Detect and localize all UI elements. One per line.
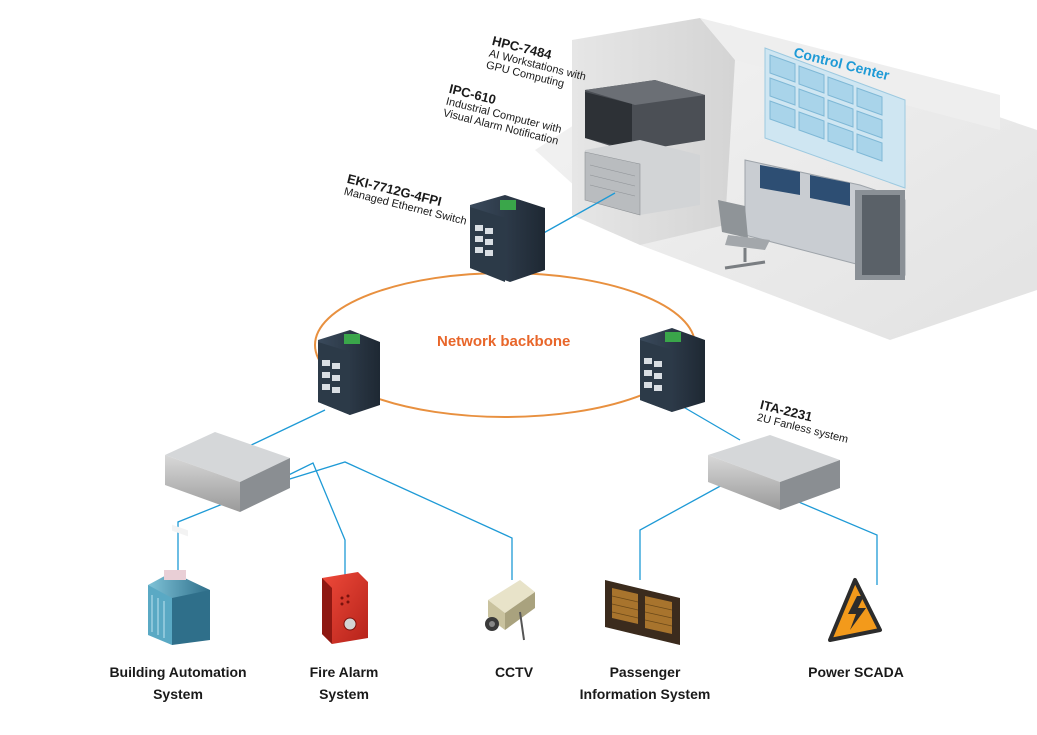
hpc-server (585, 80, 705, 152)
ipc-server (584, 140, 700, 216)
chair (718, 200, 770, 270)
fire-alarm-icon (322, 572, 368, 644)
endpoint-label-power-scada: Power SCADA (796, 661, 916, 683)
endpoint-cctv-line1: CCTV (494, 664, 534, 680)
switch-right (640, 328, 705, 412)
link-switch-left-nvr (244, 409, 326, 449)
endpoint-fire-line1: Fire Alarm (309, 664, 379, 680)
building-icon (148, 570, 210, 645)
high-voltage-warning-icon (828, 578, 882, 642)
link-switch-right-ita (679, 404, 741, 441)
link-switch-top-ipc (539, 192, 616, 236)
network-backbone-label: Network backbone (437, 333, 571, 350)
ita-2231-computer (708, 435, 840, 510)
operator-console (744, 159, 906, 280)
video-wall (764, 47, 906, 189)
link-nvr-cctv (279, 461, 513, 580)
endpoint-label-passenger-info: Passenger Information System (565, 661, 725, 705)
cctv-camera-icon (485, 580, 535, 641)
connection-lines (177, 192, 878, 585)
endpoint-label-cctv: CCTV (464, 661, 564, 683)
endpoint-label-fire-alarm: Fire Alarm System (284, 661, 404, 705)
endpoint-pis-line1: Passenger (609, 664, 681, 680)
endpoint-label-building: Building Automation System (98, 661, 258, 705)
endpoint-building-line2: System (153, 686, 203, 702)
endpoint-scada-line1: Power SCADA (808, 664, 904, 680)
endpoint-fire-line2: System (319, 686, 369, 702)
link-ita-pis (639, 477, 736, 580)
information-display-icon (605, 580, 680, 645)
endpoint-pis-line2: Information System (579, 686, 711, 702)
switch-left (318, 330, 380, 415)
box-computer-left (165, 432, 290, 537)
endpoint-building-line1: Building Automation (109, 664, 247, 680)
switch-top (470, 195, 545, 282)
link-ita-scada (774, 491, 878, 585)
